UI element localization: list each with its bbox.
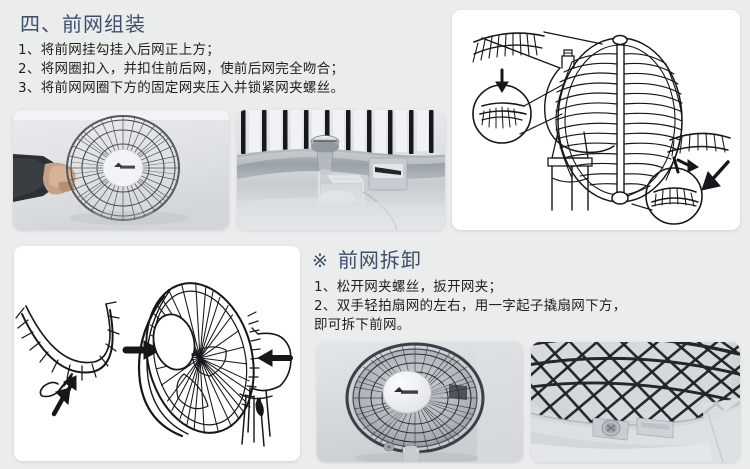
diagram-front-guard-assembly — [452, 10, 740, 230]
assembly-instructions: 四、前网组装 1、将前网挂勾挂入后网正上方； 2、将网圈扣入，并扣住前后网，使前… — [16, 8, 446, 98]
removal-step-1: 1、松开网夹螺丝，扳开网夹； — [314, 279, 503, 295]
photo-fan-front-view — [317, 342, 523, 462]
assembly-step-2: 2、将网圈扣入，并扣住前后网，使前后网完全吻合； — [18, 61, 345, 77]
photo-guard-clamp-screw — [531, 342, 740, 462]
removal-instructions: ※ 前网拆卸 1、松开网夹螺丝，扳开网夹； 2、双手轻拍扇网的左右，用一字起子撬… — [312, 244, 742, 335]
removal-diagram-artwork — [14, 246, 300, 461]
assembly-step-3: 3、将前网网圈下方的固定网夹压入并锁紧网夹螺丝。 — [18, 80, 345, 96]
assembly-diagram-artwork — [452, 10, 740, 230]
removal-heading: 前网拆卸 — [337, 248, 422, 272]
front-guard-spokes — [67, 116, 179, 220]
photo-clamp-screw-detail — [237, 110, 445, 230]
photo-front-guard-in-hand — [13, 110, 229, 230]
removal-step-2-cont: 即可拆下前网。 — [314, 317, 411, 333]
assembly-step-1: 1、将前网挂勾挂入后网正上方； — [18, 42, 221, 58]
guard-screw-artwork — [531, 342, 740, 462]
diagram-front-guard-removal — [14, 246, 300, 461]
clamp-detail-artwork — [237, 110, 445, 230]
removal-step-2: 2、双手轻拍扇网的左右，用一字起子撬扇网下方， — [314, 298, 627, 314]
fan-front-artwork — [317, 342, 523, 462]
reference-mark-icon: ※ — [312, 250, 328, 272]
assembly-heading: 四、前网组装 — [20, 12, 146, 36]
